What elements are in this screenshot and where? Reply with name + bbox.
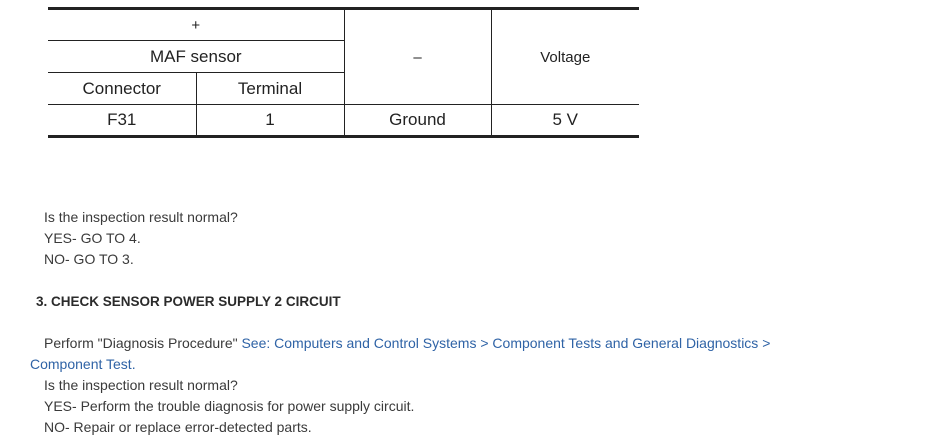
terminal-cell: 1 <box>195 104 345 138</box>
inspection-table: + – Voltage MAF sensor Connector Termina… <box>48 7 640 138</box>
voltage-cell: 5 V <box>490 104 640 138</box>
link-period: . <box>131 356 136 372</box>
yes-result: YES- GO TO 4. <box>44 230 141 246</box>
no-result-2: NO- Repair or replace error-detected par… <box>44 419 312 435</box>
perform-text: Perform "Diagnosis Procedure" <box>44 335 242 351</box>
ground-cell: Ground <box>343 104 492 138</box>
terminal-header: Terminal <box>195 72 345 105</box>
minus-header: – <box>343 7 492 105</box>
connector-cell: F31 <box>48 104 197 138</box>
component-test-link-part1[interactable]: See: Computers and Control Systems > Com… <box>241 335 771 351</box>
yes-result-2: YES- Perform the trouble diagnosis for p… <box>44 398 415 414</box>
maf-sensor-header: MAF sensor <box>48 40 345 73</box>
inspection-question-2: Is the inspection result normal? <box>44 377 238 393</box>
no-result: NO- GO TO 3. <box>44 251 134 267</box>
perform-line-continued: Component Test. <box>30 354 136 375</box>
component-test-link-part2[interactable]: Component Test <box>30 356 132 372</box>
perform-line: Perform "Diagnosis Procedure" See: Compu… <box>44 333 770 354</box>
plus-header: + <box>48 7 345 41</box>
inspection-question: Is the inspection result normal? <box>44 209 238 225</box>
connector-header: Connector <box>48 72 197 105</box>
step-heading: 3. CHECK SENSOR POWER SUPPLY 2 CIRCUIT <box>36 294 341 309</box>
voltage-header: Voltage <box>490 7 640 105</box>
